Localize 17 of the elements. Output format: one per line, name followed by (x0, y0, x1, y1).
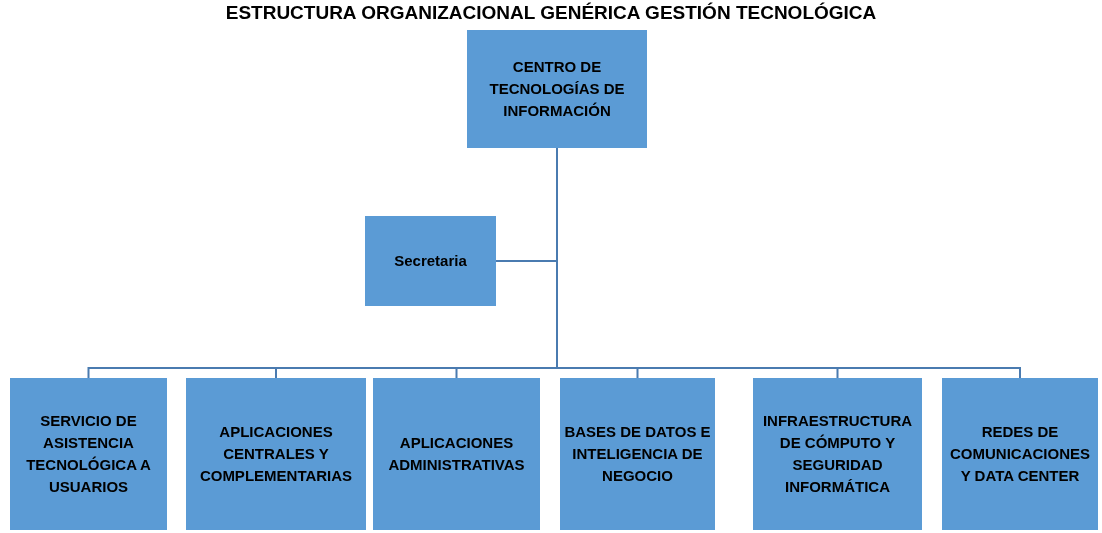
box-label: BASES DE DATOS E INTELIGENCIA DE NEGOCIO (564, 422, 711, 486)
department-box (373, 378, 540, 530)
box-label: INFRAESTRUCTURA DE CÓMPUTO Y SEGURIDAD INFORMÁTICA (761, 411, 914, 497)
box-label: SERVICIO DE ASISTENCIA TECNOLÓGICA A USUARIOS (25, 411, 152, 497)
department-box (942, 378, 1098, 530)
diagram-title: ESTRUCTURA ORGANIZACIONAL GENÉRICA GESTIÓN TECNOLÓGICA (224, 2, 878, 24)
assistant-box (365, 216, 496, 306)
box-label: APLICACIONES CENTRALES Y COMPLEMENTARIAS (198, 422, 354, 486)
department-box (467, 30, 647, 148)
department-box (560, 378, 715, 530)
department-box (753, 378, 922, 530)
box-label: APLICACIONES ADMINISTRATIVAS (387, 433, 526, 475)
box-label: Secretaria (394, 251, 467, 271)
box-label: REDES DE COMUNICACIONES Y DATA CENTER (949, 422, 1091, 486)
box-label: CENTRO DE TECNOLOGÍAS DE INFORMACIÓN (488, 57, 626, 121)
department-box (186, 378, 366, 530)
department-box (10, 378, 167, 530)
